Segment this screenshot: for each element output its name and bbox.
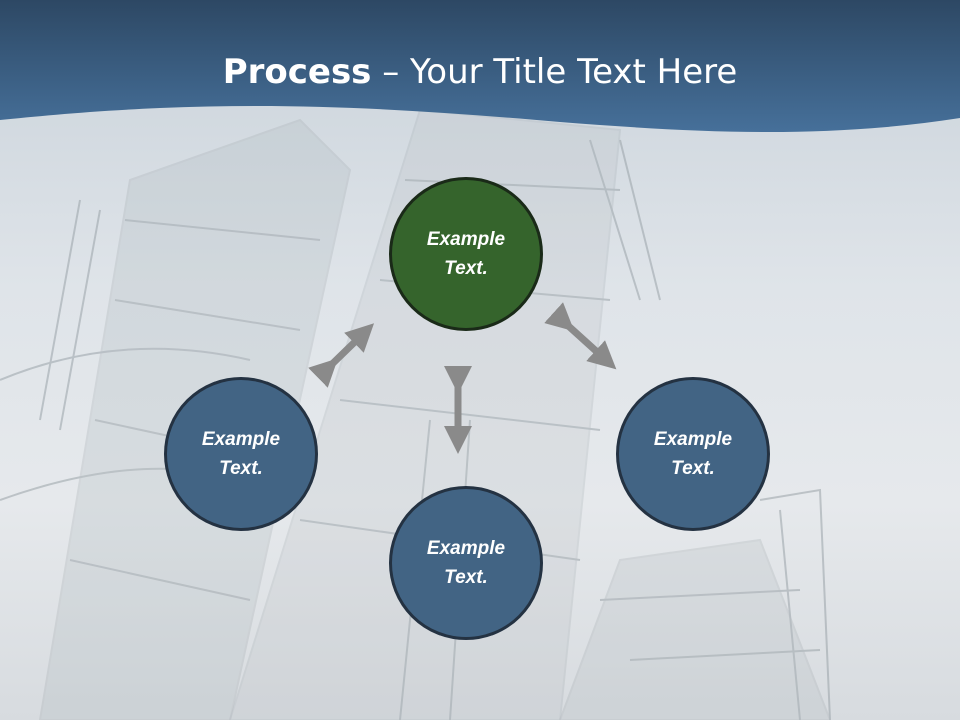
double-arrow-top-right [544, 302, 617, 370]
node-left: Example Text. [164, 377, 318, 531]
title-bold-part: Process [222, 52, 372, 92]
node-top: Example Text. [389, 177, 543, 331]
node-top-label: Example Text. [426, 229, 506, 279]
node-left-label: Example Text. [201, 429, 281, 479]
node-right-label: Example Text. [653, 429, 733, 479]
page-title: Process – Your Title Text Here [0, 52, 960, 92]
node-center: Example Text. [389, 486, 543, 640]
node-right: Example Text. [616, 377, 770, 531]
node-center-label: Example Text. [426, 538, 506, 588]
title-rest-part: – Your Title Text Here [371, 52, 738, 92]
double-arrow-top-left [308, 323, 375, 388]
